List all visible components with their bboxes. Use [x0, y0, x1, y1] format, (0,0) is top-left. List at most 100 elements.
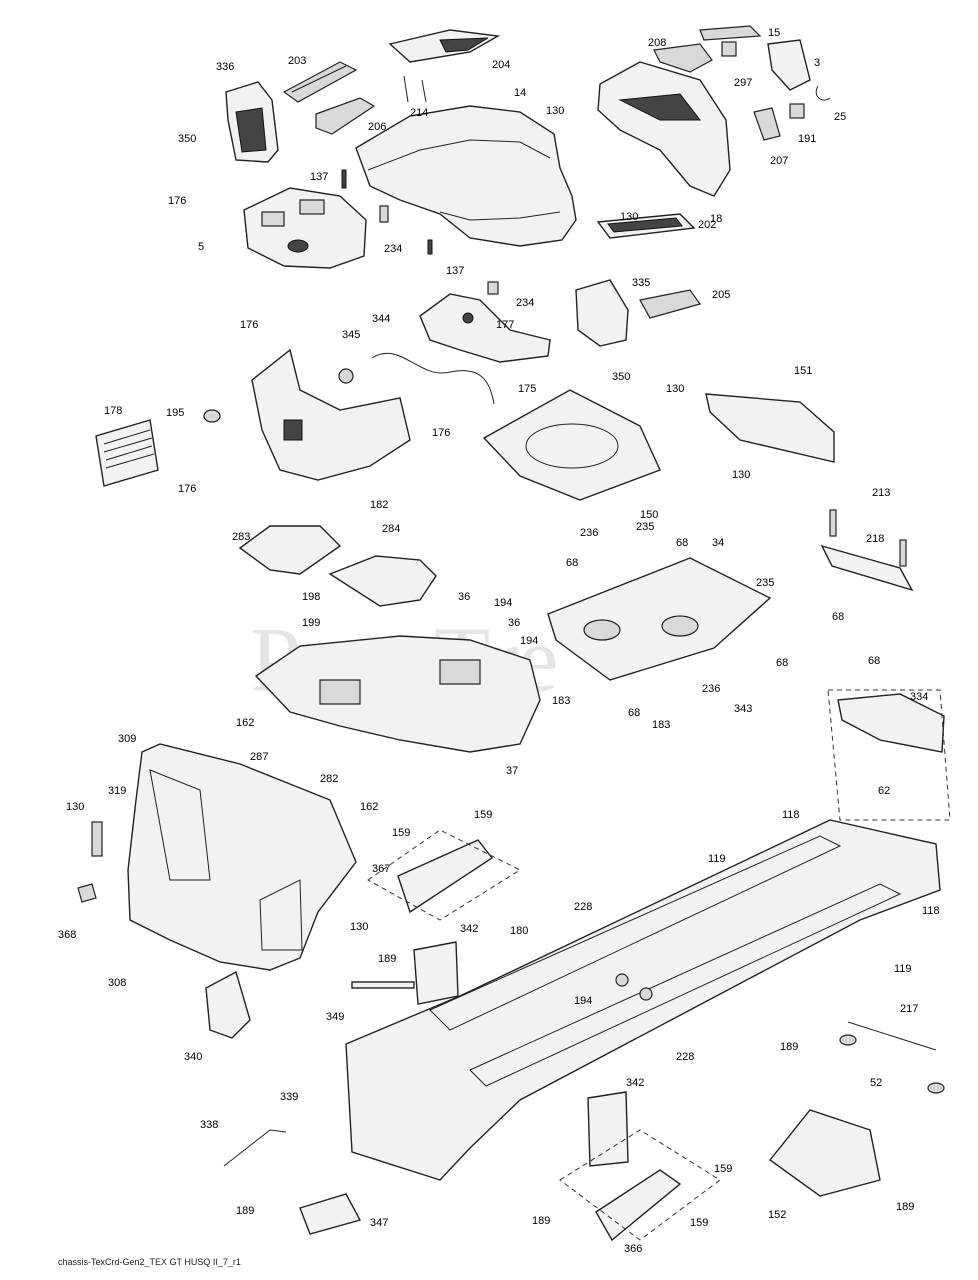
label-189e: 189	[532, 1215, 550, 1227]
label-297: 297	[734, 77, 752, 89]
label-118b: 118	[922, 905, 940, 917]
callout-labels: 336 203 204 214 206 14 350 137 176 5 234…	[58, 27, 940, 1255]
callout-dash-334	[827, 689, 951, 821]
label-366: 366	[624, 1243, 642, 1255]
part-180-main-frame	[345, 819, 941, 1181]
label-119b: 119	[894, 963, 912, 975]
part-336-side-grille	[225, 81, 279, 163]
label-234b: 234	[516, 297, 534, 309]
label-137b: 137	[446, 265, 464, 277]
label-350b: 350	[612, 371, 630, 383]
label-283: 283	[232, 531, 250, 543]
part-151-bracket	[705, 393, 835, 463]
part-194-bushing-a	[615, 973, 629, 987]
label-130c: 130	[666, 383, 684, 395]
part-14-hood	[355, 105, 577, 247]
label-119a: 119	[708, 853, 726, 865]
label-236a: 236	[580, 527, 598, 539]
part-342-plate-upper	[413, 941, 459, 1005]
label-183b: 183	[652, 719, 670, 731]
label-162a: 162	[236, 717, 254, 729]
part-152-cover	[768, 1109, 881, 1197]
part-203-trim	[282, 61, 358, 103]
label-205: 205	[712, 289, 730, 301]
part-319-label	[91, 821, 103, 857]
label-340: 340	[184, 1051, 202, 1063]
label-159d: 159	[690, 1217, 708, 1229]
label-182: 182	[370, 499, 388, 511]
part-191-clip	[789, 103, 805, 119]
label-194b: 194	[520, 635, 538, 647]
label-217: 217	[900, 1003, 918, 1015]
part-218-bracket	[820, 509, 914, 592]
label-130d: 130	[732, 469, 750, 481]
label-287: 287	[250, 751, 268, 763]
label-199: 199	[302, 617, 320, 629]
label-344: 344	[372, 313, 390, 325]
label-150: 150	[640, 509, 658, 521]
part-342-plate-lower	[587, 1091, 629, 1167]
label-183a: 183	[552, 695, 570, 707]
label-284: 284	[382, 523, 400, 535]
part-344-cable	[371, 352, 495, 405]
label-34: 34	[712, 537, 724, 549]
label-338: 338	[200, 1119, 218, 1131]
label-228b: 228	[676, 1051, 694, 1063]
label-189d: 189	[236, 1205, 254, 1217]
part-217-link-rod	[839, 1021, 945, 1094]
label-68d: 68	[676, 537, 688, 549]
part-15-strip	[699, 25, 762, 41]
part-194-bushing-b	[639, 987, 653, 1001]
part-334-bracket	[837, 693, 945, 753]
label-178: 178	[104, 405, 122, 417]
label-15: 15	[768, 27, 780, 39]
part-18-front-grille	[597, 61, 731, 197]
part-5-dash-panel	[243, 187, 367, 269]
label-130a: 130	[546, 105, 564, 117]
label-176c: 176	[432, 427, 450, 439]
part-208-bracket	[653, 43, 713, 73]
label-309: 309	[118, 733, 136, 745]
label-14: 14	[514, 87, 526, 99]
label-68a: 68	[832, 611, 844, 623]
label-189c: 189	[896, 1201, 914, 1213]
label-350a: 350	[178, 133, 196, 145]
part-309-rear-frame	[127, 743, 357, 971]
label-189a: 189	[378, 953, 396, 965]
label-52: 52	[870, 1077, 882, 1089]
label-207: 207	[770, 155, 788, 167]
part-205-trim	[639, 289, 701, 319]
label-189b: 189	[780, 1041, 798, 1053]
label-218: 218	[866, 533, 884, 545]
label-25: 25	[834, 111, 846, 123]
label-137a: 137	[310, 171, 328, 183]
part-178-vent-panel	[95, 419, 159, 487]
part-150-tray	[482, 389, 661, 501]
label-343: 343	[734, 703, 752, 715]
part-368-pad	[77, 883, 97, 903]
label-203: 203	[288, 55, 306, 67]
label-176d: 176	[178, 483, 196, 495]
label-118a: 118	[782, 809, 800, 821]
label-151: 151	[794, 365, 812, 377]
part-339-lever	[223, 1129, 287, 1167]
label-213: 213	[872, 487, 890, 499]
label-36a: 36	[458, 591, 470, 603]
label-228a: 228	[574, 901, 592, 913]
label-176b: 176	[240, 319, 258, 331]
callout-dash-367	[367, 829, 522, 921]
part-206-bracket	[315, 97, 376, 135]
part-214-clip	[403, 75, 427, 103]
part-335-side-panel	[575, 279, 629, 347]
part-283-fender-cover	[238, 525, 342, 575]
label-5: 5	[198, 241, 204, 253]
label-319: 319	[108, 785, 126, 797]
part-37-fender	[254, 635, 541, 753]
part-349-bar	[351, 981, 415, 989]
label-234a: 234	[384, 243, 402, 255]
part-175-bracket	[419, 293, 551, 363]
label-194a: 194	[494, 597, 512, 609]
part-284-fender-cover	[328, 555, 437, 607]
label-68c: 68	[566, 557, 578, 569]
part-204-hood-vent	[388, 29, 501, 63]
